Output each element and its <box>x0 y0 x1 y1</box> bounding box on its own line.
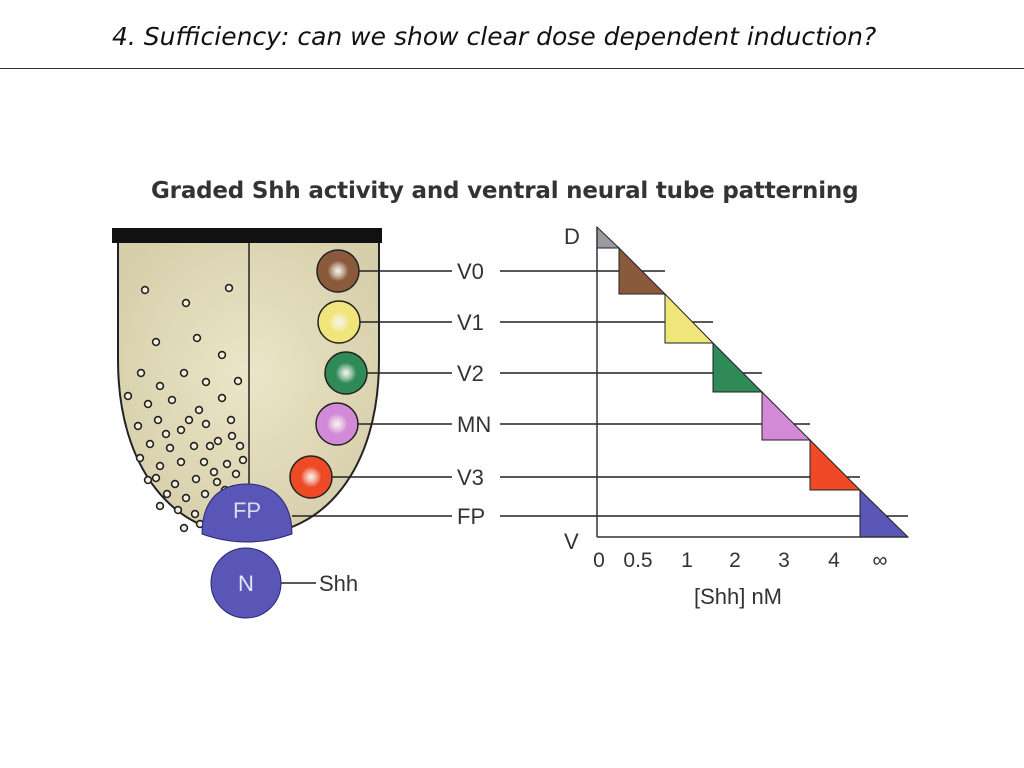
domain-circle-v0 <box>316 249 360 293</box>
x-axis-label: [Shh] nM <box>694 584 782 609</box>
cell-dot <box>173 505 183 515</box>
cell-dot <box>226 415 236 425</box>
cell-dot <box>153 415 163 425</box>
cell-dot <box>167 395 177 405</box>
cell-dot <box>140 285 150 295</box>
slide-title: 4. Sufficiency: can we show clear dose d… <box>112 22 877 51</box>
tick-label: 0.5 <box>623 549 652 572</box>
tick-label: 2 <box>729 549 741 572</box>
cell-dot <box>151 473 161 483</box>
cell-dot <box>199 457 209 467</box>
tick-label: ∞ <box>873 549 888 572</box>
roof-plate-bar <box>112 228 382 243</box>
cell-dot <box>200 489 210 499</box>
threshold-triangle-top <box>596 225 621 249</box>
figure-title: Graded Shh activity and ventral neural t… <box>151 178 859 204</box>
axis-label-dorsal: D <box>564 224 580 249</box>
cell-dot <box>181 298 191 308</box>
cell-dot <box>201 377 211 387</box>
floor-plate-label: FP <box>233 498 261 523</box>
axis-label-ventral: V <box>564 529 579 554</box>
cell-dot <box>136 368 146 378</box>
cell-dot <box>165 443 175 453</box>
tick-label: 0 <box>593 549 605 572</box>
tick-label: 1 <box>681 549 693 572</box>
domain-label-fp: FP <box>457 504 485 529</box>
cell-dot <box>213 436 223 446</box>
floor-plate <box>201 483 293 543</box>
cell-dot <box>155 461 165 471</box>
concentration-ticks: 0 0.5 1 2 3 4 ∞ <box>593 549 887 572</box>
domain-label-v3: V3 <box>457 465 484 490</box>
domain-circle-mn <box>315 402 359 446</box>
cell-dot <box>161 429 171 439</box>
cell-dot <box>238 455 248 465</box>
cell-dot <box>123 391 133 401</box>
threshold-triangle-v3 <box>809 438 862 491</box>
threshold-triangle-fp <box>859 488 910 538</box>
threshold-triangle-v2 <box>712 341 764 393</box>
cell-dot <box>224 283 234 293</box>
cell-dot <box>217 393 227 403</box>
threshold-triangle-v0 <box>618 246 667 295</box>
cell-dot <box>205 441 215 451</box>
cell-dot <box>212 477 222 487</box>
cell-dot <box>162 489 172 499</box>
cell-dot <box>179 523 189 533</box>
cell-dot <box>135 453 145 463</box>
cell-dot <box>176 425 186 435</box>
domain-circle-v2 <box>324 351 368 395</box>
cell-dots <box>123 283 248 533</box>
threshold-triangle-v1 <box>664 292 715 344</box>
cell-dot <box>209 467 219 477</box>
cell-dot <box>231 469 241 479</box>
domain-label-v1: V1 <box>457 310 484 335</box>
domain-circle-v3 <box>289 455 333 499</box>
cell-dot <box>181 493 191 503</box>
cell-dot <box>227 431 237 441</box>
cell-dot <box>133 421 143 431</box>
cell-dot <box>155 501 165 511</box>
tick-label: 3 <box>778 549 790 572</box>
domain-label-v0: V0 <box>457 259 484 284</box>
cell-dot <box>192 333 202 343</box>
cell-dot <box>217 350 227 360</box>
cell-dot <box>143 475 153 485</box>
cell-dot <box>143 399 153 409</box>
notochord-label: N <box>238 571 254 596</box>
cell-dot <box>145 439 155 449</box>
cell-dot <box>191 474 201 484</box>
cell-dot <box>155 381 165 391</box>
cell-dot <box>201 419 211 429</box>
cell-dot <box>170 479 180 489</box>
cell-dot <box>222 459 232 469</box>
cell-dot <box>189 441 199 451</box>
tick-label: 4 <box>828 549 840 572</box>
threshold-triangle-mn <box>761 390 812 441</box>
cell-dot <box>233 376 243 386</box>
cell-dot <box>151 337 161 347</box>
cell-dot <box>176 457 186 467</box>
domain-circle-v1 <box>317 300 361 344</box>
domain-label-mn: MN <box>457 412 491 437</box>
title-divider <box>0 68 1024 69</box>
cell-dot <box>184 415 194 425</box>
cell-dot <box>235 441 245 451</box>
cell-dot <box>179 368 189 378</box>
shh-label: Shh <box>319 571 358 596</box>
domain-label-v2: V2 <box>457 361 484 386</box>
cell-dot <box>194 405 204 415</box>
cell-dot <box>190 509 200 519</box>
